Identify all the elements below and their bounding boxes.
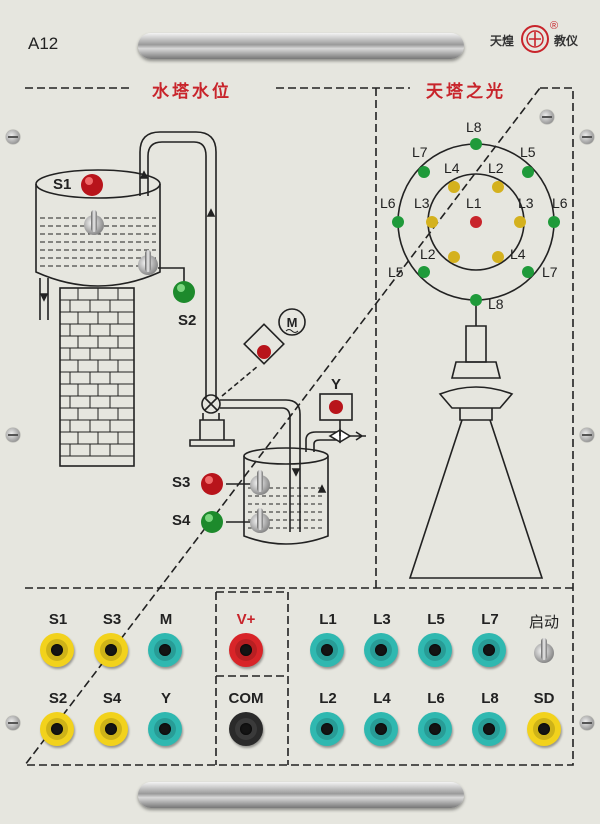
terminal-label-s3: S3 [102,611,122,628]
jack-sd[interactable] [527,712,561,746]
tower-label-l2-low: L2 [420,246,436,262]
terminal-label-l4: L4 [373,690,391,707]
label-s1: S1 [53,176,72,193]
jack-s2[interactable] [40,712,74,746]
terminal-label-m: M [159,611,173,628]
terminal-label-y: Y [160,690,171,707]
tower-label-l6-right: L6 [552,195,568,211]
terminal-label-s4: S4 [102,690,122,707]
tower-label-l8-bottom: L8 [488,296,504,312]
toggle-s4[interactable] [250,508,270,538]
terminal-label-l6: L6 [427,690,445,707]
tower-label-l2-inner: L2 [488,160,504,176]
section-water-title: 水塔水位 [146,77,238,102]
jack-l1[interactable] [310,633,344,667]
jack-l2[interactable] [310,712,344,746]
jack-l4[interactable] [364,712,398,746]
screw-left-top [6,130,20,144]
tower-label-l5-left: L5 [388,264,404,280]
jack-l5[interactable] [418,633,452,667]
tower-label-l8-top: L8 [466,119,482,135]
brand-registered-mark: ® [550,20,559,32]
brand-logo: 天煌 ® 教仪 [490,20,590,56]
brand-left-text: 天煌 [490,34,515,48]
terminal-label-s2: S2 [48,690,68,707]
section-tower-title: 天塔之光 [420,77,512,102]
screw-right-top [580,130,594,144]
jack-vplus[interactable] [229,633,263,667]
tower-label-l3-right: L3 [518,195,534,211]
jack-l8[interactable] [472,712,506,746]
screw-right-mid [580,428,594,442]
screw-right-bottom [580,716,594,730]
tower-label-l4-inner: L4 [444,160,460,176]
led-valve [329,400,343,414]
jack-com[interactable] [229,712,263,746]
terminal-label-vplus: V+ [236,611,256,628]
jack-l6[interactable] [418,712,452,746]
model-label: A12 [28,34,59,53]
terminal-label-sd: SD [533,690,555,707]
tower-label-l4-low: L4 [510,246,526,262]
terminal-label-l5: L5 [427,611,445,628]
jack-s3[interactable] [94,633,128,667]
terminal-label-l1: L1 [319,611,337,628]
jack-s1[interactable] [40,633,74,667]
jack-l7[interactable] [472,633,506,667]
brand-emblem-icon [521,25,549,53]
terminal-label-start: 启动 [528,613,559,631]
label-y: Y [331,376,342,393]
jack-y[interactable] [148,712,182,746]
jack-s4[interactable] [94,712,128,746]
motor-symbol-label: M [287,315,298,330]
bottom-handle[interactable] [138,782,464,808]
terminal-label-com: COM [228,690,264,707]
tower-label-l7-right: L7 [542,264,558,280]
screw-left-bottom [6,716,20,730]
label-s3: S3 [172,474,191,491]
tower-label-l6-left: L6 [380,195,396,211]
jack-l3[interactable] [364,633,398,667]
tower-label-l3-left: L3 [414,195,430,211]
terminal-label-l7: L7 [481,611,499,628]
terminal-label-l3: L3 [373,611,391,628]
screw-panel-inner [540,110,554,124]
jack-m[interactable] [148,633,182,667]
screw-left-mid [6,428,20,442]
terminal-label-l8: L8 [481,690,499,707]
brand-right-text: 教仪 [554,34,579,48]
start-switch[interactable] [534,638,554,668]
led-motor [257,345,271,359]
tower-label-l5-right: L5 [520,144,536,160]
terminal-label-l2: L2 [319,690,337,707]
terminal-label-s1: S1 [48,611,68,628]
toggle-s1[interactable] [84,210,104,240]
label-s4: S4 [172,512,191,529]
tower-label-l1-center: L1 [466,195,482,211]
tower-label-l7-left: L7 [412,144,428,160]
toggle-s3[interactable] [250,470,270,500]
toggle-s2[interactable] [138,250,158,280]
top-handle[interactable] [138,33,464,59]
label-s2: S2 [178,312,197,329]
